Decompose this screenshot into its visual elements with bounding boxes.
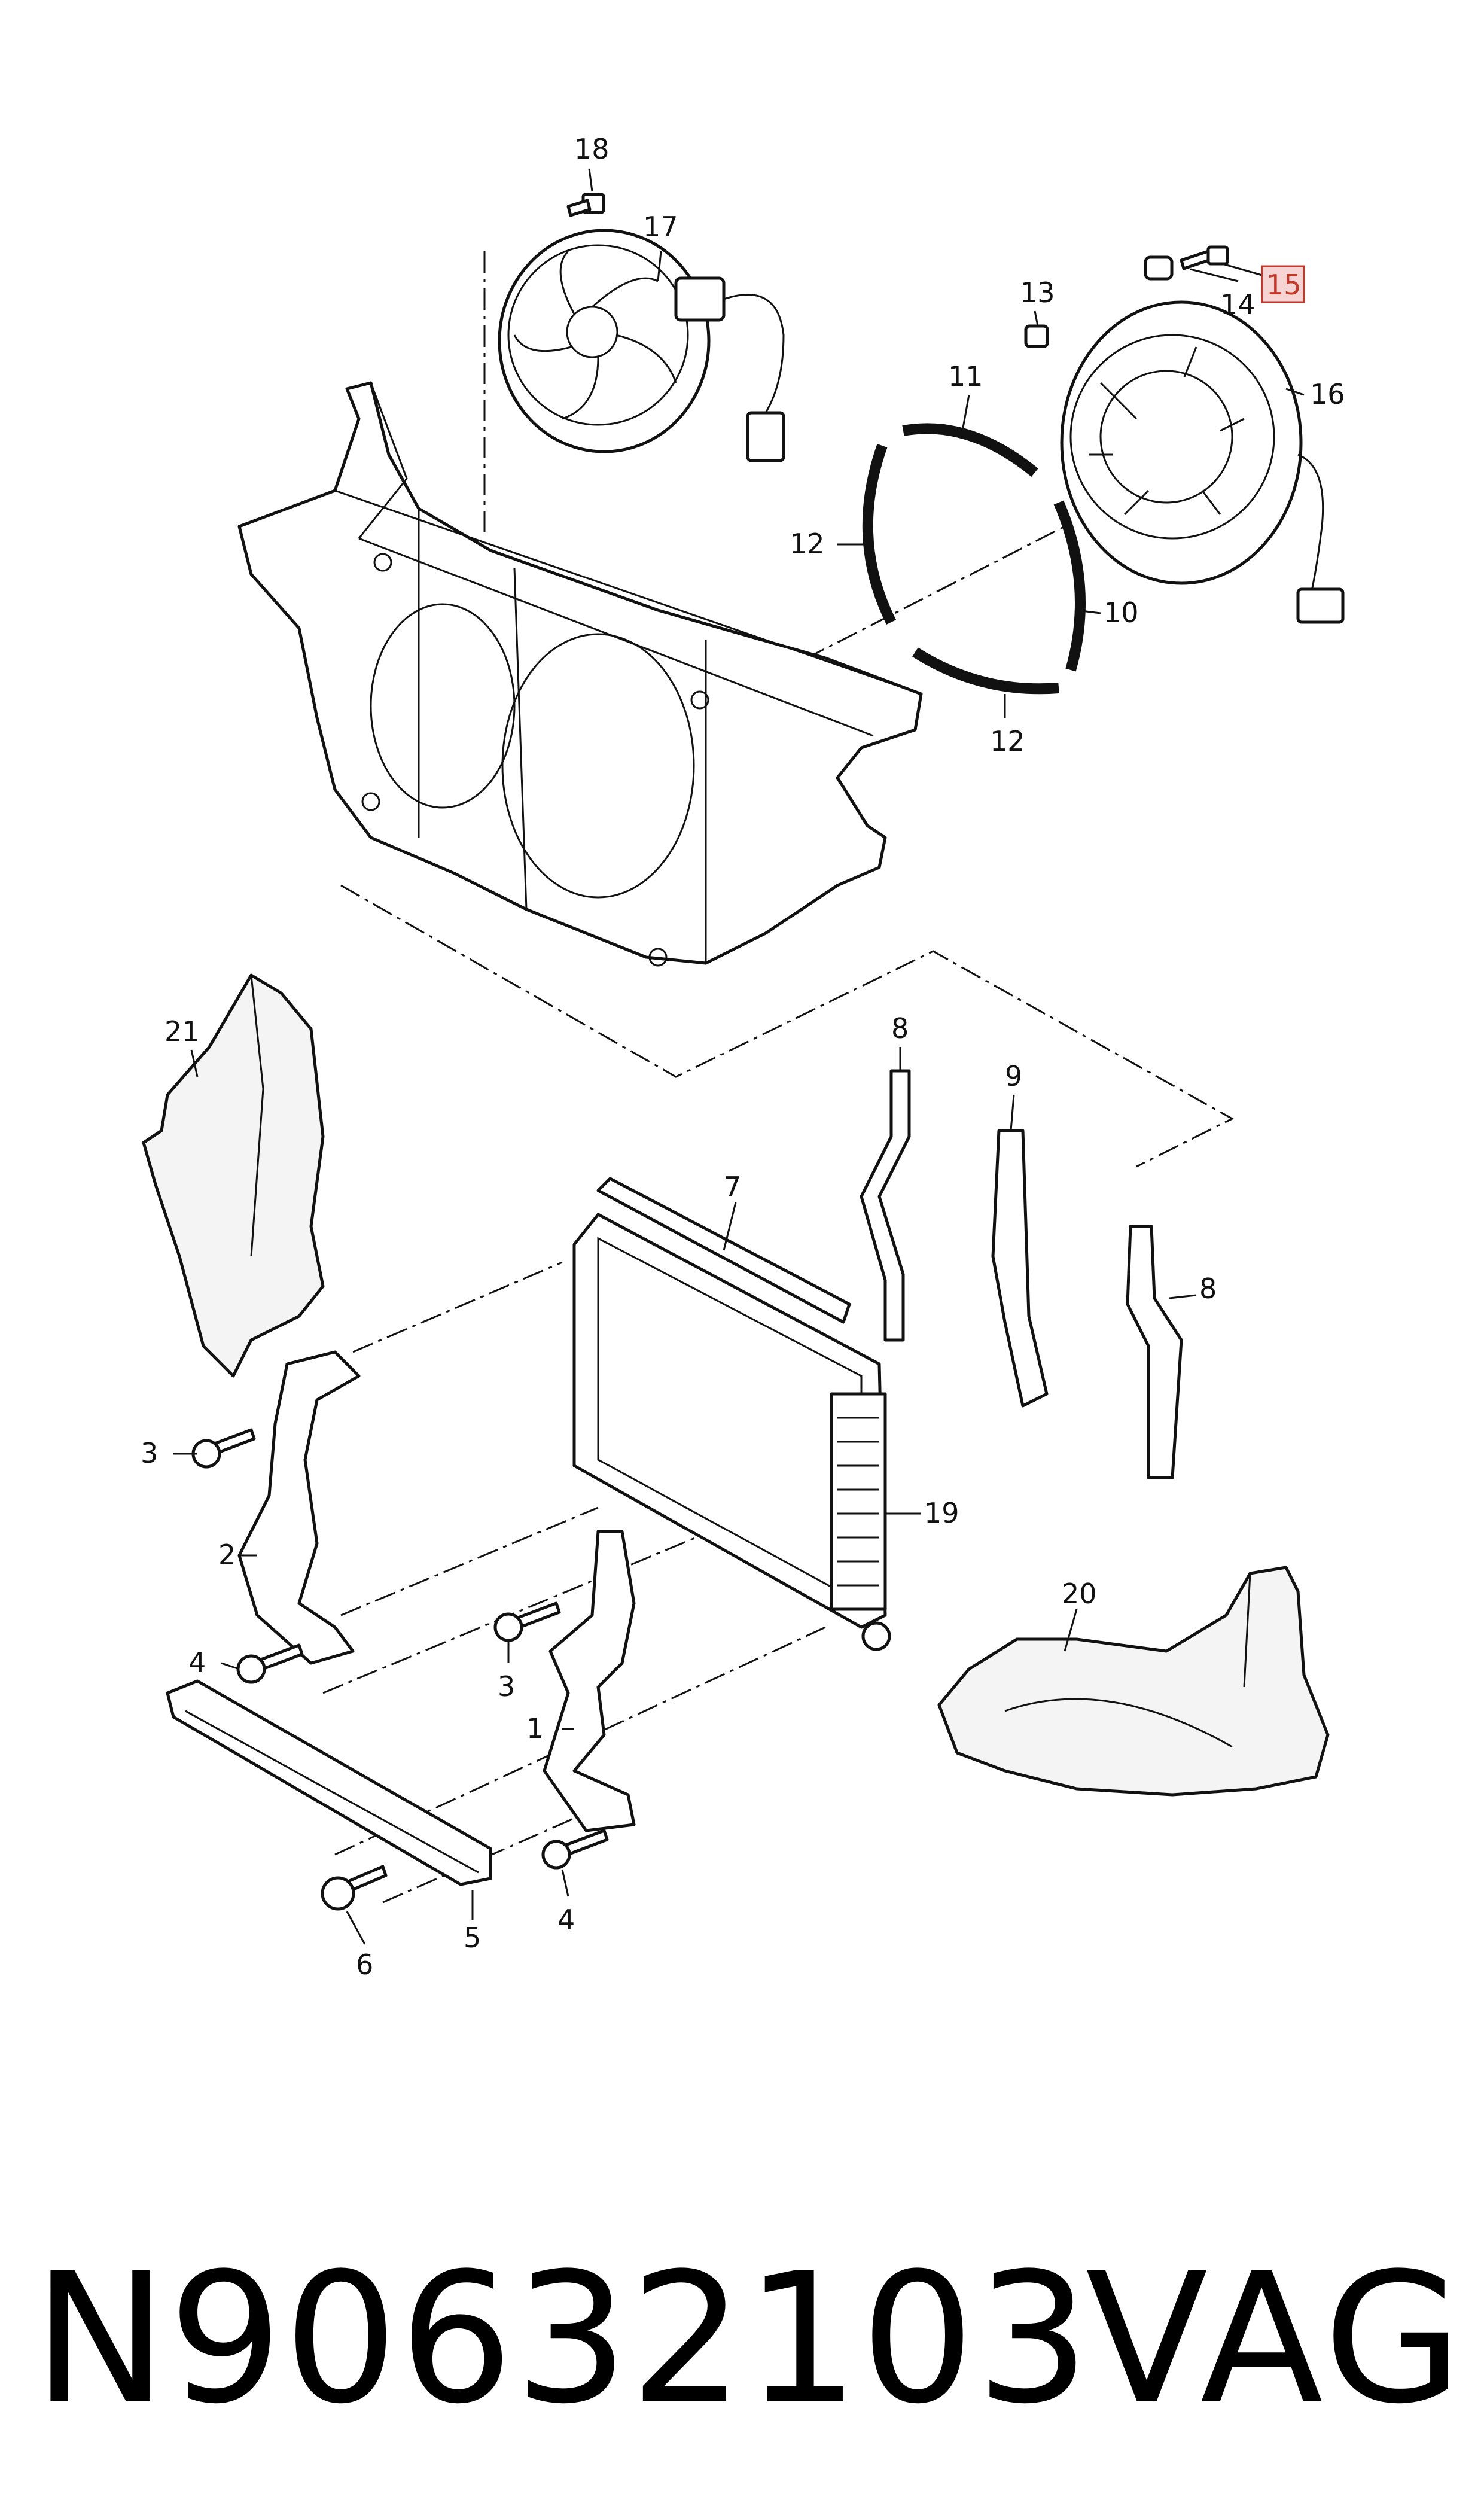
air-guide-21 bbox=[142, 973, 325, 1378]
fan-assembly-16 bbox=[1060, 300, 1345, 624]
callout-2: 2 bbox=[218, 1539, 236, 1571]
bolt-18 bbox=[566, 193, 605, 217]
callout-1: 1 bbox=[526, 1712, 544, 1744]
leader-lines bbox=[173, 168, 1305, 1945]
side-seals bbox=[860, 1069, 1183, 1479]
front-carrier-frame bbox=[237, 381, 923, 967]
exploded-parts-diagram: 18 17 13 14 15 16 11 12 10 12 21 8 9 7 8… bbox=[141, 133, 1345, 1981]
highlight-box-15 bbox=[1261, 265, 1305, 303]
footer: N90632103 VAG bbox=[0, 2213, 1484, 2465]
fan-assembly-17 bbox=[498, 229, 785, 462]
callout-21: 21 bbox=[164, 1015, 200, 1048]
air-guide-20 bbox=[937, 1566, 1330, 1797]
fan-mount-hardware bbox=[1024, 245, 1229, 348]
callout-15: 15 bbox=[1266, 269, 1302, 301]
callout-8b: 8 bbox=[1199, 1272, 1217, 1305]
callout-14: 14 bbox=[1220, 288, 1256, 321]
part-number: N90632103 bbox=[33, 2234, 1092, 2443]
callout-6: 6 bbox=[356, 1948, 373, 1981]
callout-4b: 4 bbox=[557, 1904, 575, 1936]
callout-17: 17 bbox=[643, 211, 678, 243]
callout-8a: 8 bbox=[891, 1012, 909, 1045]
callout-4a: 4 bbox=[188, 1646, 206, 1679]
callout-12b: 12 bbox=[990, 725, 1025, 757]
callout-20: 20 bbox=[1062, 1578, 1097, 1610]
seal-strips bbox=[862, 423, 1086, 695]
brand-name: VAG bbox=[1085, 2234, 1466, 2443]
callout-5: 5 bbox=[464, 1922, 481, 1954]
callout-19: 19 bbox=[924, 1497, 959, 1529]
callout-3a: 3 bbox=[141, 1437, 158, 1469]
callout-11: 11 bbox=[948, 360, 983, 392]
callout-3b: 3 bbox=[498, 1670, 515, 1703]
callout-10: 10 bbox=[1104, 596, 1139, 629]
screws bbox=[191, 1428, 609, 1911]
callout-7: 7 bbox=[724, 1171, 741, 1203]
callout-13: 13 bbox=[1020, 276, 1055, 309]
callout-labels: 18 17 13 14 15 16 11 12 10 12 21 8 9 7 8… bbox=[141, 133, 1345, 1981]
callout-16: 16 bbox=[1310, 378, 1345, 410]
radiator-brackets bbox=[237, 1350, 636, 1832]
callout-18: 18 bbox=[574, 133, 610, 165]
callout-12a: 12 bbox=[790, 528, 825, 560]
lower-deflector-5 bbox=[166, 1679, 492, 1886]
radiator-assembly bbox=[572, 1177, 891, 1651]
callout-9: 9 bbox=[1005, 1060, 1022, 1092]
